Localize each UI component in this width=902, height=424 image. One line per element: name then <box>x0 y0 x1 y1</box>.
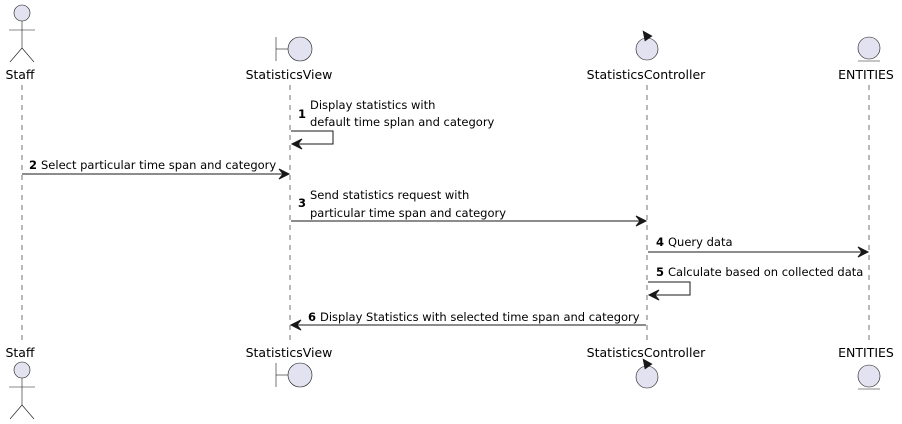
message-number: 2 <box>29 158 37 172</box>
participant-label-entities-top: ENTITIES <box>838 67 894 82</box>
participant-label-entities-bottom: ENTITIES <box>838 345 894 360</box>
message-arrow-line <box>648 281 691 296</box>
arrowhead <box>289 319 302 331</box>
message-number: 1 <box>298 107 306 121</box>
participant-label-statistics-controller-top: StatisticsController <box>587 67 706 82</box>
actor-icon-bottom <box>9 361 35 420</box>
message-number: 5 <box>656 265 664 279</box>
boundary-icon-top <box>275 36 313 62</box>
message-1: 1 Display statistics with default time s… <box>290 98 495 150</box>
participant-label-staff-bottom: Staff <box>5 345 34 360</box>
message-2: 2 Select particular time span and catego… <box>22 158 291 180</box>
message-text-line: Query data <box>668 235 733 249</box>
actor-icon-top <box>9 4 35 63</box>
message-number: 4 <box>656 235 664 249</box>
participant-label-statistics-controller-bottom: StatisticsController <box>587 345 706 360</box>
arrowhead <box>857 246 870 258</box>
participant-label-staff-top: Staff <box>5 67 34 82</box>
entity-icon-bottom <box>857 364 881 390</box>
message-text-line: Calculate based on collected data <box>668 265 863 279</box>
message-5: 5 Calculate based on collected data <box>647 265 863 301</box>
message-text-line: Select particular time span and category <box>41 158 276 172</box>
arrowhead <box>290 138 303 150</box>
message-arrow-line <box>291 130 334 145</box>
message-text-line: particular time span and category <box>310 206 506 220</box>
arrowhead <box>635 215 648 227</box>
message-text-line: default time splan and category <box>310 115 495 129</box>
message-4: 4 Query data <box>648 235 870 258</box>
message-6: 6 Display Statistics with selected time … <box>289 310 646 331</box>
message-text-line: Display statistics with <box>310 98 435 112</box>
arrowhead <box>278 168 291 180</box>
entity-icon-top <box>857 36 881 62</box>
message-text-line: Send statistics request with <box>310 188 469 202</box>
control-icon-bottom <box>635 358 659 389</box>
message-text-line: Display Statistics with selected time sp… <box>320 310 640 324</box>
message-number: 3 <box>298 196 306 210</box>
message-3: 3 Send statistics request with particula… <box>291 188 648 227</box>
arrowhead <box>647 289 660 301</box>
control-icon-top <box>635 30 659 61</box>
message-number: 6 <box>308 310 316 324</box>
participant-label-statistics-view-bottom: StatisticsView <box>246 345 333 360</box>
boundary-icon-bottom <box>275 362 313 388</box>
participant-label-statistics-view-top: StatisticsView <box>246 67 333 82</box>
